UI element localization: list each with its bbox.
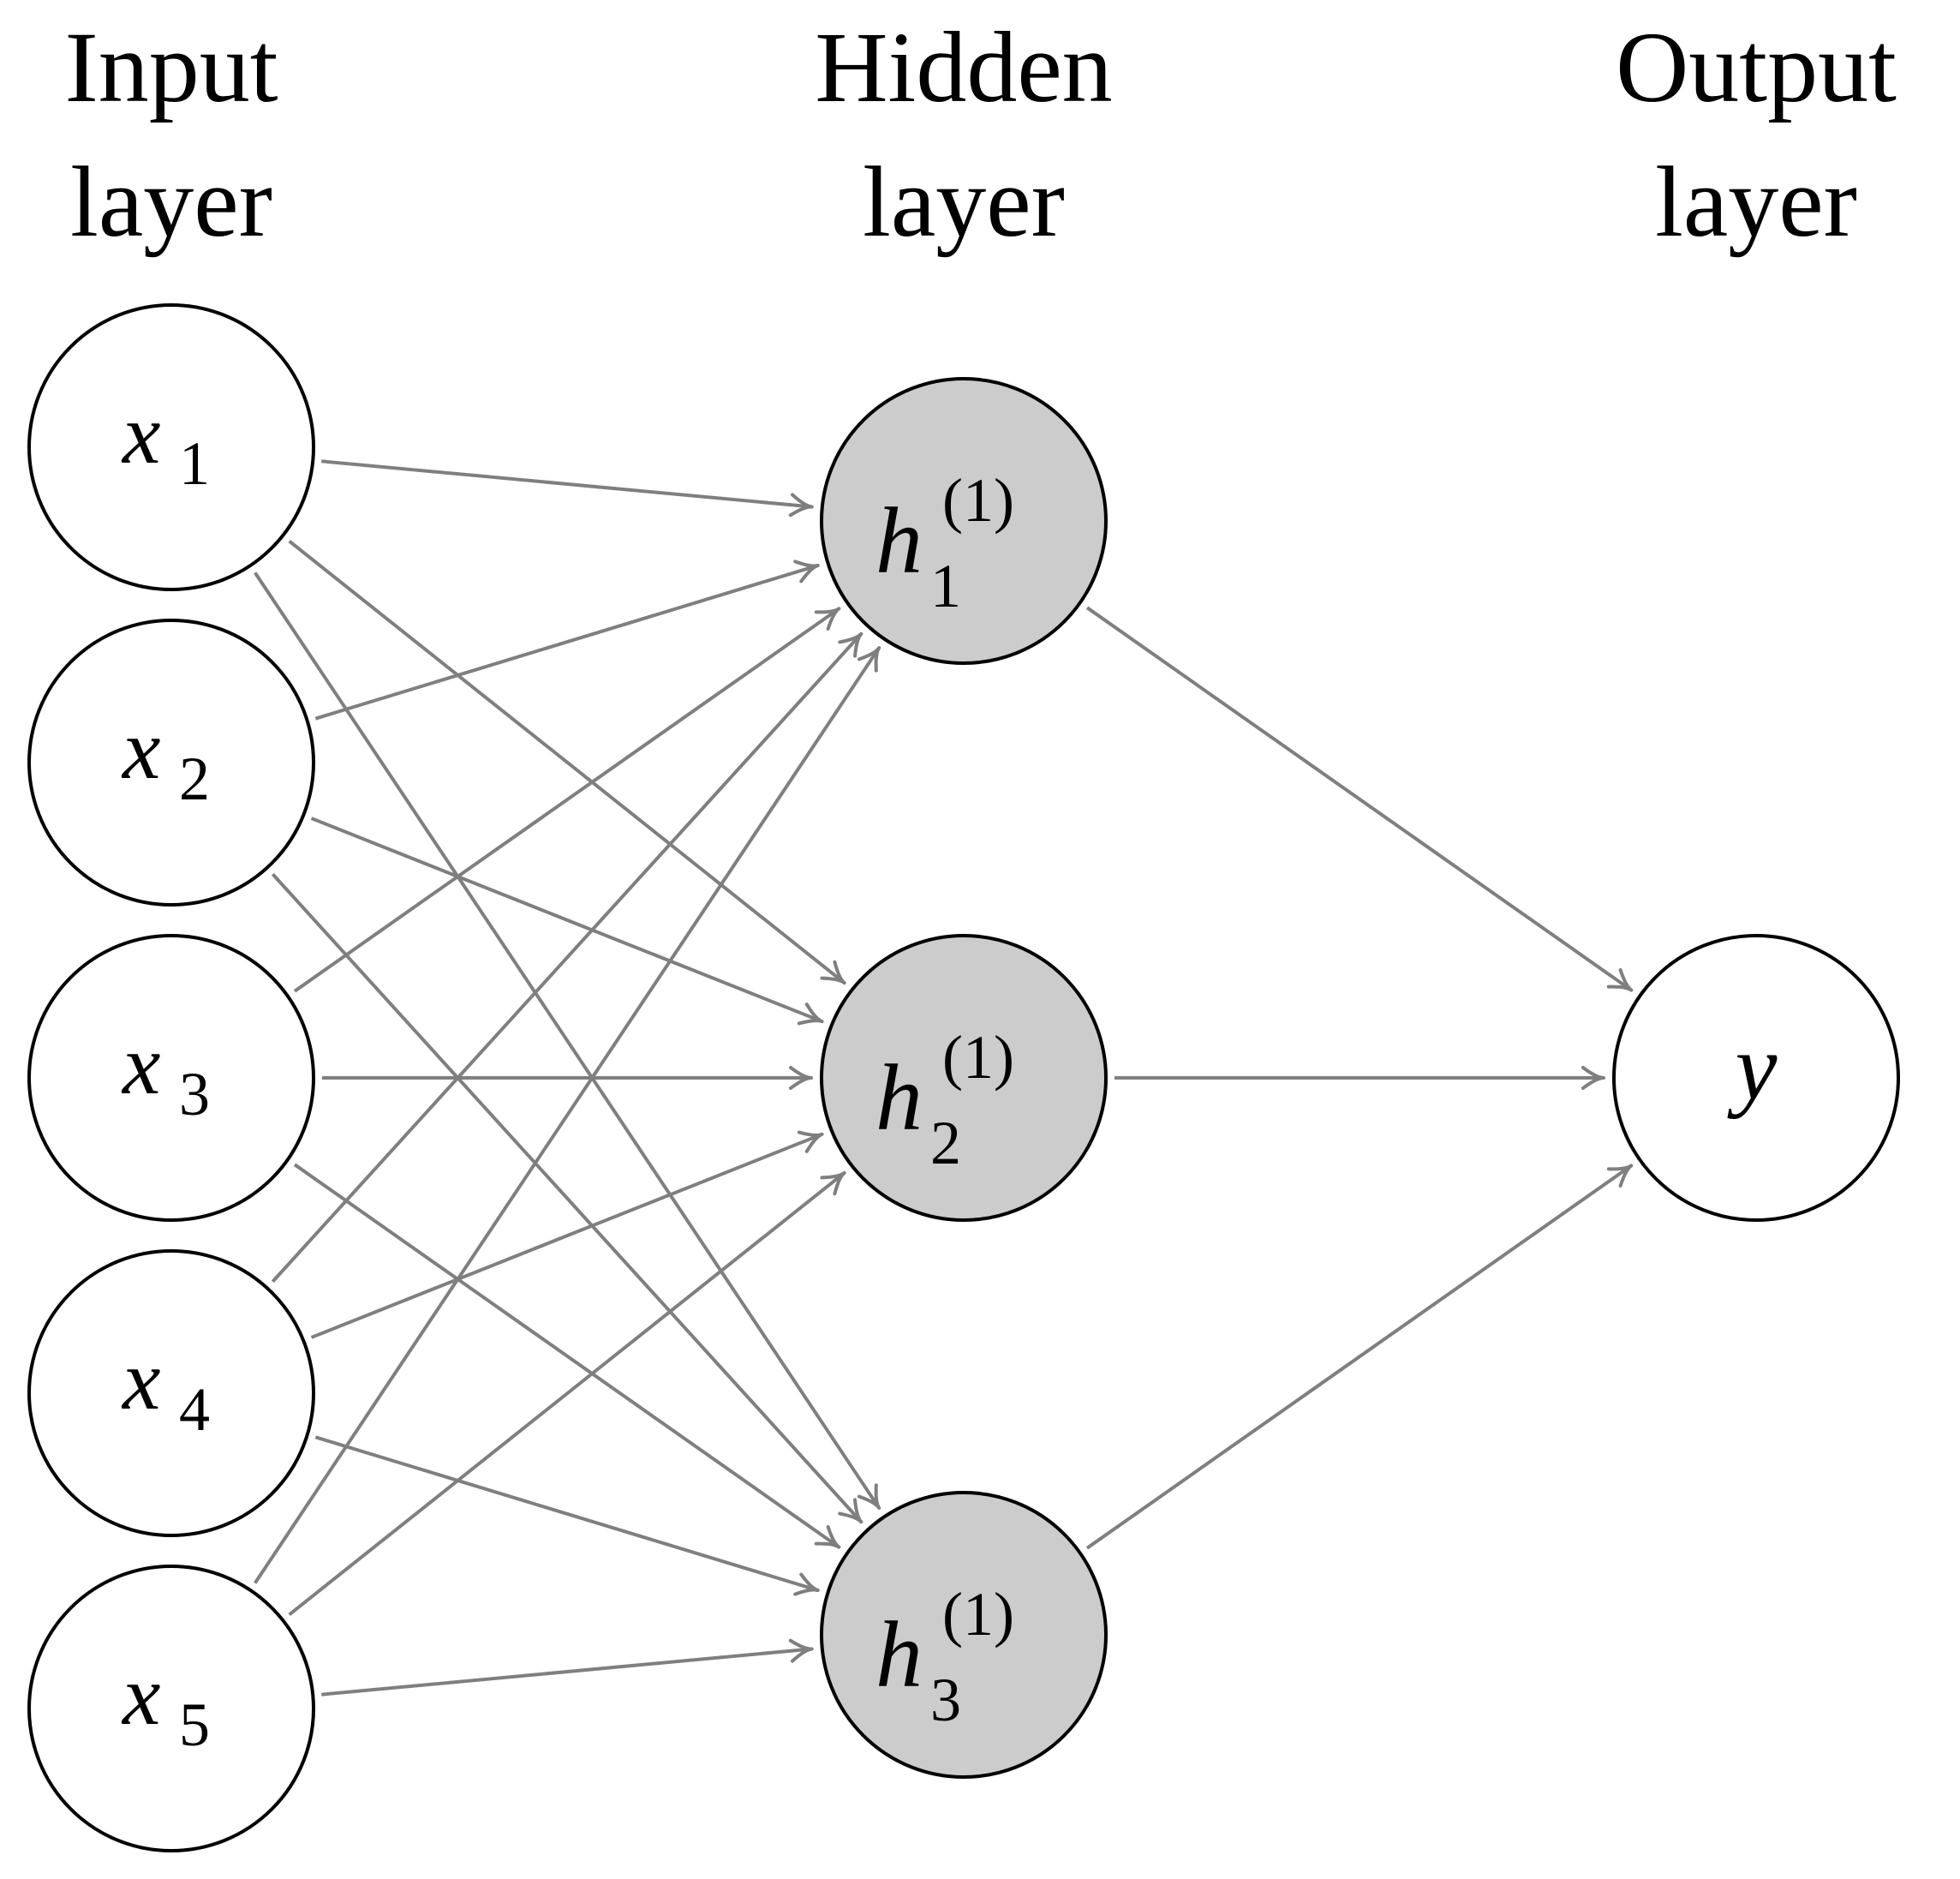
edge-x1-h2-arrowhead	[820, 960, 846, 985]
edge-x3-h1	[293, 607, 840, 993]
edge-x1-h2	[288, 540, 846, 984]
edge-h3-y-arrowhead	[1606, 1164, 1634, 1188]
hidden-node-h3: h 3 (1)	[820, 1491, 1108, 1779]
edge-x2-h1-arrowhead	[793, 560, 820, 583]
input-node-x2: x 2	[27, 619, 315, 907]
edge-x1-h3	[254, 571, 881, 1510]
input-layer-title-line2: layer	[70, 146, 272, 258]
edge-x2-h1	[314, 563, 819, 721]
edge-x3-h3	[293, 1163, 840, 1549]
hidden-layer-title-line2: layer	[863, 146, 1065, 258]
hidden-layer-nodes: h 1 (1) h 2 (1) h 3 (1)	[820, 377, 1108, 1779]
input-node-circle	[27, 1249, 315, 1537]
hidden-node-sub: 2	[930, 1109, 961, 1177]
edge-x1-h3-arrowhead	[857, 1483, 881, 1510]
output-layer-title-line1: Output	[1616, 11, 1897, 123]
input-node-var: x	[121, 1017, 160, 1112]
edge-x3-h3-arrowhead	[814, 1525, 841, 1549]
hidden-node-h1: h 1 (1)	[820, 377, 1108, 665]
hidden-node-circle	[820, 377, 1108, 665]
output-node-circle	[1612, 934, 1900, 1222]
edge-x5-h3	[321, 1647, 812, 1696]
input-layer-nodes: x 1 x 2 x 3 x 4 x 5	[27, 303, 315, 1852]
edge-x4-h3-arrowhead	[793, 1572, 820, 1596]
input-node-circle	[27, 619, 315, 907]
hidden-node-var: h	[875, 1045, 923, 1150]
output-layer-nodes: y	[1612, 934, 1900, 1222]
output-node-y: y	[1612, 934, 1900, 1222]
input-node-circle	[27, 934, 315, 1222]
input-node-var: x	[121, 1332, 160, 1427]
input-layer-title-line1: Input	[64, 11, 278, 123]
input-node-var: x	[121, 1648, 160, 1743]
edge-x2-h3-arrowhead	[838, 1498, 863, 1524]
input-node-circle	[27, 1565, 315, 1852]
layer-titles: Input layer Hidden layer Output layer	[64, 11, 1897, 258]
input-node-x1: x 1	[27, 303, 315, 591]
edge-h3-y	[1085, 1164, 1633, 1550]
input-node-circle	[27, 303, 315, 591]
input-node-sub: 4	[179, 1375, 210, 1444]
hidden-node-sub: 3	[930, 1666, 961, 1734]
edge-x4-h3	[314, 1435, 819, 1593]
hidden-node-sup: (1)	[942, 1580, 1014, 1649]
edge-x3-h1-arrowhead	[814, 607, 841, 631]
edge-h1-y-arrowhead	[1606, 968, 1634, 992]
input-node-sub: 5	[179, 1691, 210, 1759]
edge-x5-h3-arrowhead	[788, 1638, 814, 1663]
edge-x4-h1-arrowhead	[838, 631, 863, 658]
edge-x4-h1	[271, 632, 863, 1284]
hidden-node-var: h	[875, 488, 923, 593]
hidden-node-h2: h 2 (1)	[820, 934, 1108, 1222]
edge-x1-h1	[321, 459, 812, 509]
input-node-sub: 3	[179, 1060, 210, 1128]
connections	[254, 459, 1634, 1696]
input-node-x4: x 4	[27, 1249, 315, 1537]
output-node-var: y	[1727, 1014, 1778, 1119]
output-layer-title-line2: layer	[1655, 146, 1857, 258]
input-node-sub: 1	[179, 429, 210, 498]
edge-x3-h2-arrowhead	[789, 1066, 813, 1090]
edge-x1-h1-arrowhead	[788, 493, 814, 518]
hidden-node-sup: (1)	[942, 1023, 1014, 1092]
hidden-node-circle	[820, 1491, 1108, 1779]
edge-x2-h2-arrowhead	[797, 1002, 824, 1026]
hidden-node-sub: 1	[930, 552, 961, 620]
hidden-node-circle	[820, 934, 1108, 1222]
input-node-var: x	[121, 386, 160, 482]
edge-x4-h2	[310, 1132, 823, 1339]
input-node-x5: x 5	[27, 1565, 315, 1852]
hidden-node-sup: (1)	[942, 466, 1014, 535]
edge-x5-h1	[254, 646, 881, 1584]
input-node-x3: x 3	[27, 934, 315, 1222]
edge-x5-h2-arrowhead	[820, 1170, 846, 1196]
edge-x5-h2	[288, 1171, 846, 1616]
edge-x5-h1-arrowhead	[857, 646, 881, 673]
input-node-sub: 2	[179, 745, 210, 813]
edge-h1-y	[1085, 606, 1633, 992]
input-node-var: x	[121, 702, 160, 797]
hidden-node-var: h	[875, 1602, 923, 1707]
edge-x2-h3	[271, 872, 863, 1523]
edge-x2-h2	[310, 817, 823, 1024]
edge-x4-h2-arrowhead	[797, 1130, 824, 1153]
edge-h2-y-arrowhead	[1581, 1066, 1605, 1090]
hidden-layer-title-line1: Hidden	[815, 11, 1112, 123]
